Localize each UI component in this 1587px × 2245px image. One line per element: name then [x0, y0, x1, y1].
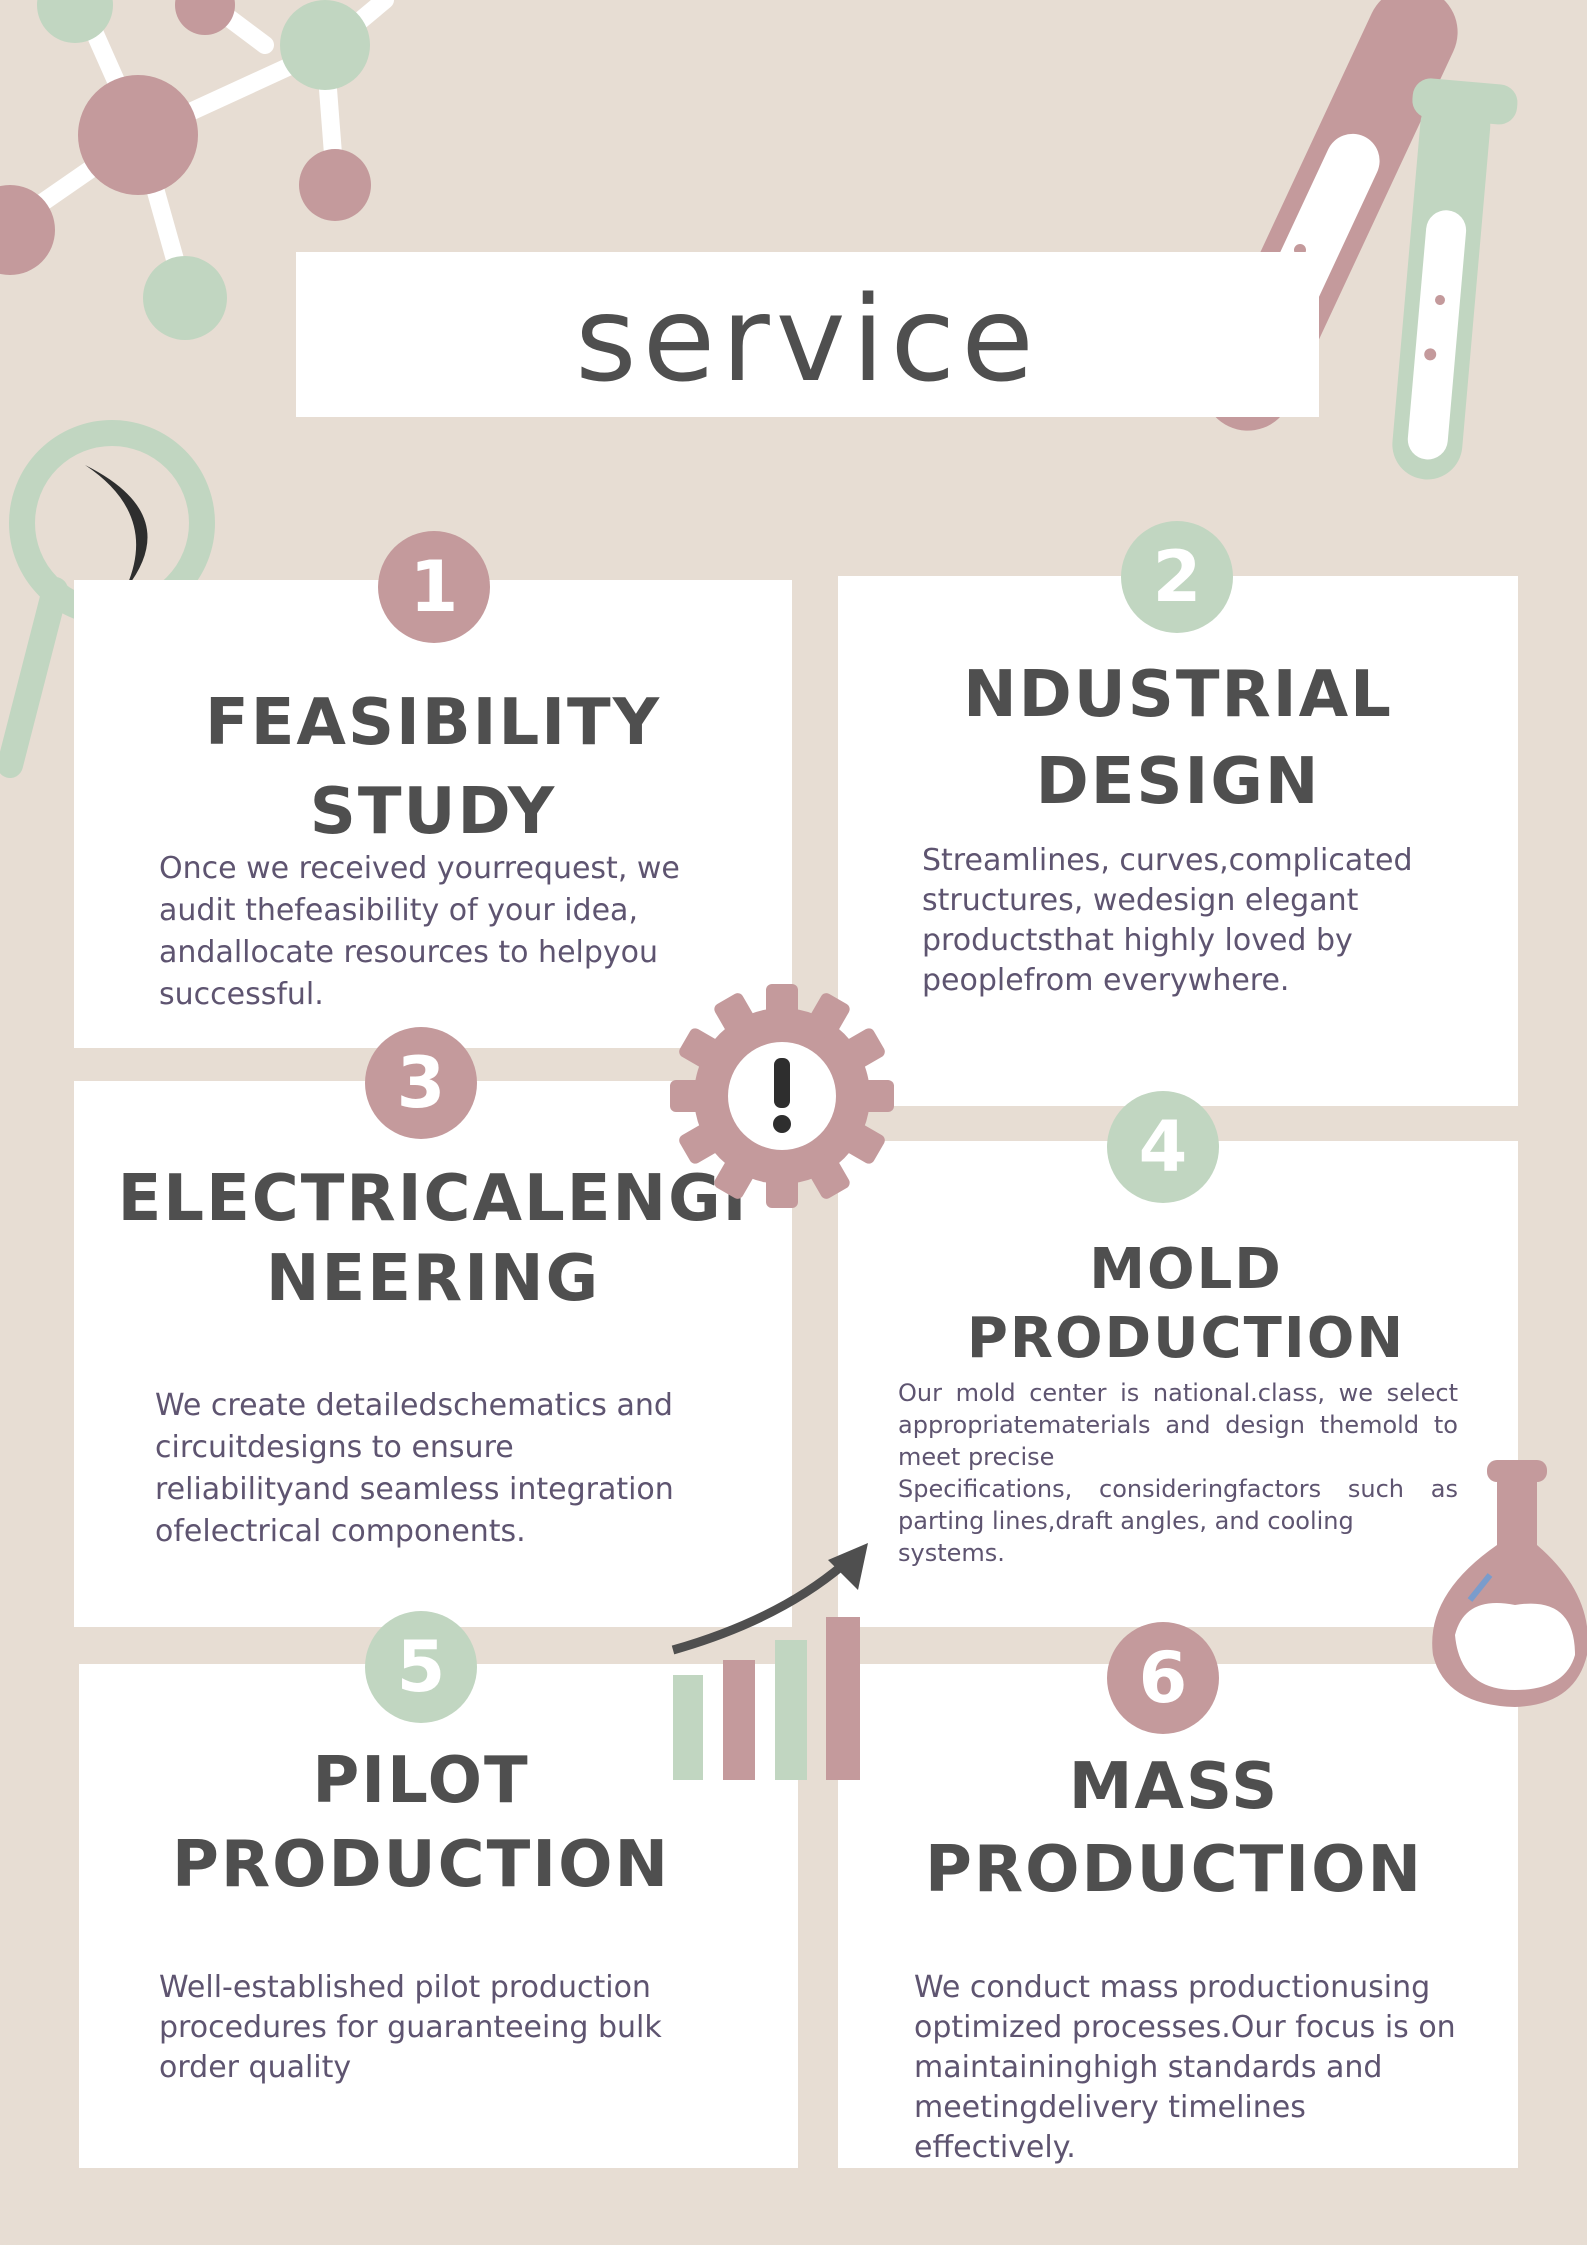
text-line: systems.: [898, 1539, 1005, 1567]
card-description: We create detailedschematics and circuitd…: [155, 1385, 674, 1553]
molecule-icon: [0, 0, 394, 340]
card-heading: PRODUCTION: [924, 1833, 1424, 1907]
card-heading: MOLD: [1089, 1237, 1283, 1302]
title-banner: service: [296, 252, 1319, 417]
text-line: effectively.: [914, 2130, 1076, 2165]
card-description: Streamlines, curves,complicated structure…: [922, 841, 1413, 1001]
text-line: parting lines,draft angles, and cooling: [898, 1507, 1354, 1535]
text-line: circuitdesigns to ensure: [155, 1430, 514, 1465]
test-tube-icon: [1202, 0, 1518, 480]
gear-tooth: [670, 1080, 710, 1112]
text-line: Once we received yourrequest, we: [159, 851, 680, 886]
card-description: Once we received yourrequest, we audit th…: [159, 848, 680, 1016]
text-line: ofelectrical components.: [155, 1514, 526, 1549]
card-heading: MASS: [1068, 1750, 1280, 1824]
gear-tooth: [838, 1120, 885, 1164]
step-number-6: 6: [1107, 1622, 1219, 1734]
text-line: We create detailedschematics and: [155, 1388, 673, 1423]
gear-warning-icon: [670, 984, 894, 1208]
card-heading: PILOT: [312, 1744, 530, 1818]
text-line: We conduct mass productionusing: [914, 1970, 1431, 2005]
text-line: appropriatematerials and design themold …: [898, 1411, 1458, 1439]
card-heading: FEASIBILITY: [204, 686, 662, 760]
step-number-5: 5: [365, 1611, 477, 1723]
card-mass-production: [838, 1664, 1518, 2168]
step-number-4: 4: [1107, 1091, 1219, 1203]
text-line: successful.: [159, 977, 324, 1012]
text-line: Well-established pilot production: [159, 1970, 651, 2005]
card-heading: DESIGN: [1035, 745, 1321, 819]
text-line: procedures for guaranteeing bulk: [159, 2010, 662, 2045]
card-description: Well-established pilot production procedu…: [159, 1968, 662, 2088]
card-electrical-engineering: [74, 1081, 792, 1627]
text-line: audit thefeasibility of your idea,: [159, 893, 638, 928]
gear-tooth: [714, 993, 758, 1040]
growth-chart-icon: [671, 1543, 868, 1780]
text-line: meet precise: [898, 1443, 1055, 1471]
gear-tooth: [806, 993, 850, 1040]
card-description: Our mold center is national.class, we se…: [898, 1377, 1458, 1569]
card-heading: PRODUCTION: [171, 1828, 671, 1902]
gear-tooth: [679, 1028, 726, 1072]
text-line: Specifications, consideringfactors such …: [898, 1475, 1458, 1503]
text-line: order quality: [159, 2050, 352, 2085]
card-feasibility-study: [74, 580, 792, 1048]
text-line: reliabilityand seamless integration: [155, 1472, 674, 1507]
page-title: service: [575, 270, 1040, 408]
gear-tooth: [766, 984, 798, 1024]
card-heading: PRODUCTION: [966, 1306, 1406, 1371]
text-line: peoplefrom everywhere.: [922, 963, 1290, 998]
card-industrial-design: [838, 576, 1518, 1106]
gear-tooth: [766, 1168, 798, 1208]
gear-tooth: [854, 1080, 894, 1112]
text-line: Streamlines, curves,complicated: [922, 843, 1413, 878]
text-line: productsthat highly loved by: [922, 923, 1353, 958]
card-heading: NEERING: [265, 1242, 601, 1316]
text-line: optimized processes.Our focus is on: [914, 2010, 1456, 2045]
step-number-1: 1: [378, 531, 490, 643]
text-line: andallocate resources to helpyou: [159, 935, 659, 970]
card-mold-production: [838, 1141, 1518, 1627]
gear-tooth: [806, 1152, 850, 1199]
card-heading: NDUSTRIAL: [963, 658, 1393, 732]
text-line: structures, wedesign elegant: [922, 883, 1359, 918]
gear-tooth: [679, 1120, 726, 1164]
card-heading: STUDY: [309, 775, 557, 849]
step-number-3: 3: [365, 1027, 477, 1139]
text-line: maintaininghigh standards and: [914, 2050, 1383, 2085]
text-line: meetingdelivery timelines: [914, 2090, 1306, 2125]
text-line: Our mold center is national.class, we se…: [898, 1379, 1458, 1407]
card-heading: ELECTRICALENGI: [117, 1162, 749, 1236]
gear-tooth: [714, 1152, 758, 1199]
gear-tooth: [838, 1028, 885, 1072]
flask-icon: [1432, 1460, 1587, 1707]
card-description: We conduct mass productionusing optimized…: [914, 1968, 1456, 2168]
step-number-2: 2: [1121, 521, 1233, 633]
